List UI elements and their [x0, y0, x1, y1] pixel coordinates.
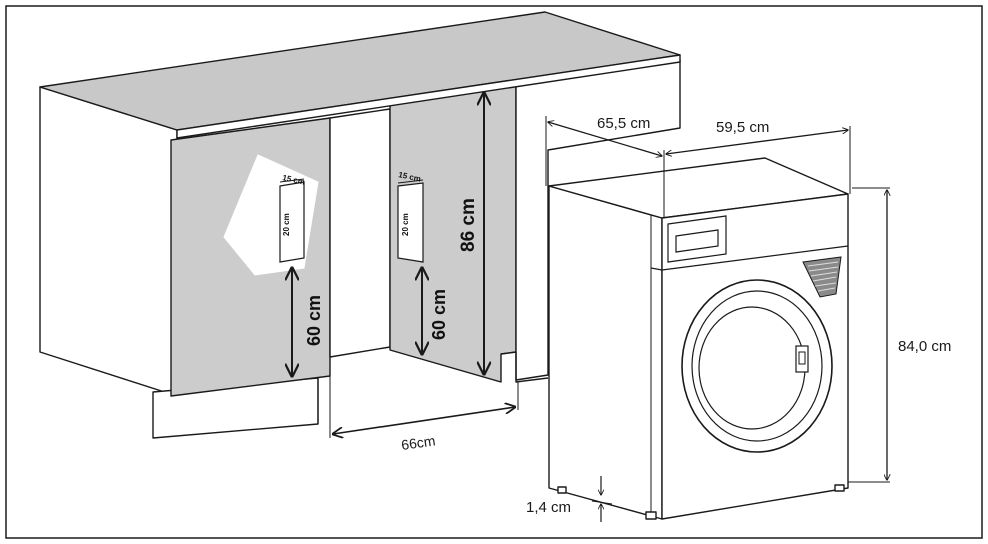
right-cutout-height-label: 20 cm	[401, 213, 410, 236]
feet-label: 1,4 cm	[526, 499, 571, 516]
machine-panel-line	[650, 245, 849, 271]
niche-height-label: 86 cm	[458, 198, 479, 252]
niche-width-label: 66cm	[400, 432, 436, 453]
machine-foot-right	[834, 484, 845, 492]
right-inlet-dimension: 60 cm	[422, 268, 449, 354]
width-label: 59,5 cm	[716, 119, 769, 136]
right-cutout-rect	[397, 182, 424, 263]
left-cutout-area	[223, 154, 319, 276]
grille-slot	[807, 261, 839, 267]
niche-height-dimension: 86 cm	[458, 93, 484, 374]
left-cutout-rect	[279, 181, 305, 263]
vent-grille	[802, 256, 842, 298]
left-cutout-group: 15 cm 20 cm	[223, 154, 319, 276]
countertop-edge	[176, 54, 681, 139]
left-cutout-width-line	[279, 178, 305, 183]
grille-slot	[812, 276, 837, 282]
left-inlet-label: 60 cm	[304, 295, 324, 346]
niche-width-dimension: 66cm	[329, 357, 519, 453]
machine-door	[681, 279, 833, 453]
grille-body	[802, 256, 842, 298]
width-dimension: 59,5 cm	[666, 119, 851, 194]
depth-arrow	[548, 122, 662, 156]
machine-foot-front	[645, 511, 657, 520]
right-inlet-label: 60 cm	[429, 289, 449, 340]
machine-side	[548, 185, 663, 520]
niche-back-wall	[329, 108, 391, 358]
right-cutout-width-line	[397, 179, 424, 184]
door-outer-ring	[681, 279, 833, 453]
left-inlet-dimension: 60 cm	[292, 268, 324, 376]
grille-slot	[810, 271, 838, 277]
grille-slot	[814, 282, 837, 287]
depth-label: 65,5 cm	[597, 115, 650, 132]
niche-width-arrow	[333, 407, 515, 434]
machine-front	[661, 193, 849, 520]
detergent-drawer	[667, 215, 727, 263]
feet-dimension: 1,4 cm	[526, 476, 613, 522]
washing-machine	[548, 157, 849, 520]
depth-dimension: 65,5 cm	[545, 115, 665, 218]
grille-slot	[808, 266, 839, 272]
door-middle-ring	[691, 290, 823, 442]
machine-foot-left	[557, 486, 567, 494]
height-label: 84,0 cm	[898, 338, 951, 355]
cabinet-left-side	[39, 86, 178, 397]
grille-slot	[817, 287, 836, 292]
feet-ext-line	[591, 500, 613, 505]
door-handle-inner	[798, 351, 806, 365]
left-cutout-height-label: 20 cm	[282, 213, 291, 236]
cabinet-rear-step	[500, 351, 549, 383]
drawer-handle	[675, 229, 719, 253]
width-arrow	[666, 130, 848, 154]
height-dimension: 84,0 cm	[848, 187, 951, 483]
frame-border	[5, 5, 983, 539]
